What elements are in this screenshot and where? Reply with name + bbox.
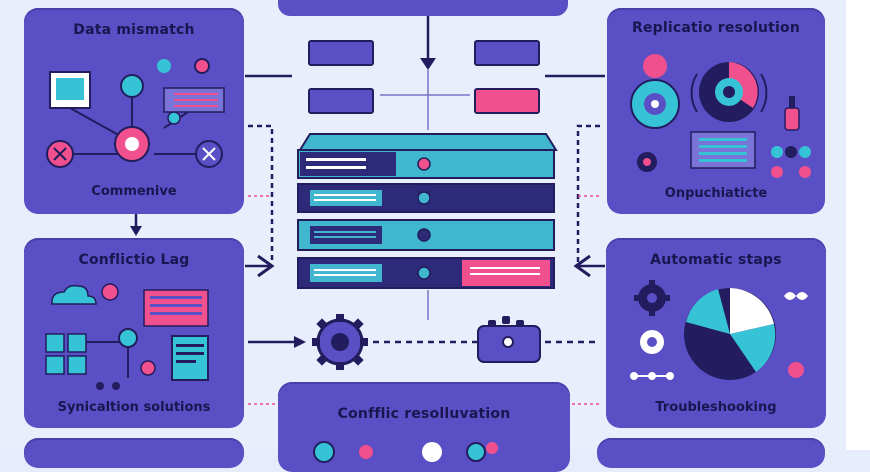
- label-bar: [308, 88, 374, 114]
- panel-title: Conflictio Lag: [78, 252, 190, 268]
- conflict-log-icons: [45, 283, 209, 390]
- label-bar: [474, 40, 540, 66]
- gear-icon: [634, 280, 670, 316]
- replication-icons: [630, 54, 811, 178]
- panel-data-mismatch: Data mismatch Commenive: [24, 8, 244, 214]
- panel-title: Automatic staps: [650, 252, 782, 268]
- panel-title: Data mismatch: [73, 22, 195, 38]
- server-icon: [297, 133, 558, 289]
- panel-title: Replicatio resolution: [631, 20, 801, 36]
- robot-icon: [477, 316, 541, 363]
- diagram-canvas: Data mismatch Commenive R: [24, 0, 870, 472]
- right-edge-strip: [846, 0, 870, 450]
- panel-caption: Troubleshooking: [655, 400, 777, 415]
- label-bar: [474, 88, 540, 114]
- gear-icon: [640, 330, 664, 354]
- connectors: [130, 0, 605, 405]
- automatic-steps-icons: [630, 280, 808, 380]
- panel-replication-resolution: Replicatio resolution Onpuchiaticte: [607, 8, 825, 214]
- panel-caption: Onpuchiaticte: [664, 186, 768, 201]
- mismatch-network-icon: [46, 58, 225, 168]
- gear-icon: [312, 314, 368, 370]
- panel-title: Confflic resolluvation: [337, 406, 511, 422]
- top-center-panel: [278, 0, 568, 16]
- pie-chart-icon: [684, 288, 776, 380]
- panel-automatic-steps: Automatic staps Troubleshooking: [606, 238, 826, 428]
- panel-conflict-log: Conflictio Lag Synicaltion solutions: [24, 238, 244, 428]
- label-bar: [308, 40, 374, 66]
- panel-caption: Commenive: [91, 184, 177, 199]
- panel-caption: Synicaltion solutions: [57, 400, 211, 415]
